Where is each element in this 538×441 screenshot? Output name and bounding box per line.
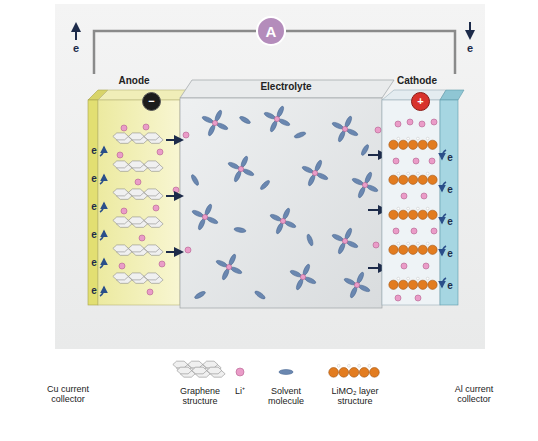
electron-label: e (89, 285, 99, 296)
electron-label: e (89, 229, 99, 240)
electron-label: e (445, 184, 455, 195)
legend-text: Graphene structure (170, 386, 230, 406)
electron-label: e (445, 280, 455, 291)
electron-label: e (445, 216, 455, 227)
electrolyte-region: Electrolyte (181, 74, 382, 310)
negative-terminal: − (142, 92, 161, 111)
ammeter-circle: A (256, 16, 286, 46)
legend-text: Li⁺ (225, 386, 255, 396)
positive-terminal: + (411, 92, 430, 111)
collector-label: Al current collector (444, 384, 504, 404)
legend-text: Solvent molecule (260, 386, 312, 406)
electron-label: e (70, 42, 82, 54)
electron-label: e (89, 201, 99, 212)
electron-label: e (89, 173, 99, 184)
region-heading: Electrolyte (231, 82, 341, 92)
symbol-text: − (148, 96, 154, 107)
electron-label: e (89, 145, 99, 156)
electron-label: e (445, 152, 455, 163)
electron-label: e (445, 248, 455, 259)
circuit-wire (286, 31, 455, 74)
region-heading: Anode (99, 76, 169, 86)
legend-text: LiMO₂ layer structure (319, 386, 391, 406)
electron-label: e (89, 257, 99, 268)
symbol-text: A (266, 24, 277, 39)
anode-region: Anode − (85, 74, 181, 306)
collector-label: Cu current collector (38, 384, 98, 404)
electron-label: e (464, 42, 476, 54)
symbol-text: + (417, 96, 423, 107)
circuit-wire (94, 31, 256, 74)
region-heading: Cathode (386, 76, 448, 86)
